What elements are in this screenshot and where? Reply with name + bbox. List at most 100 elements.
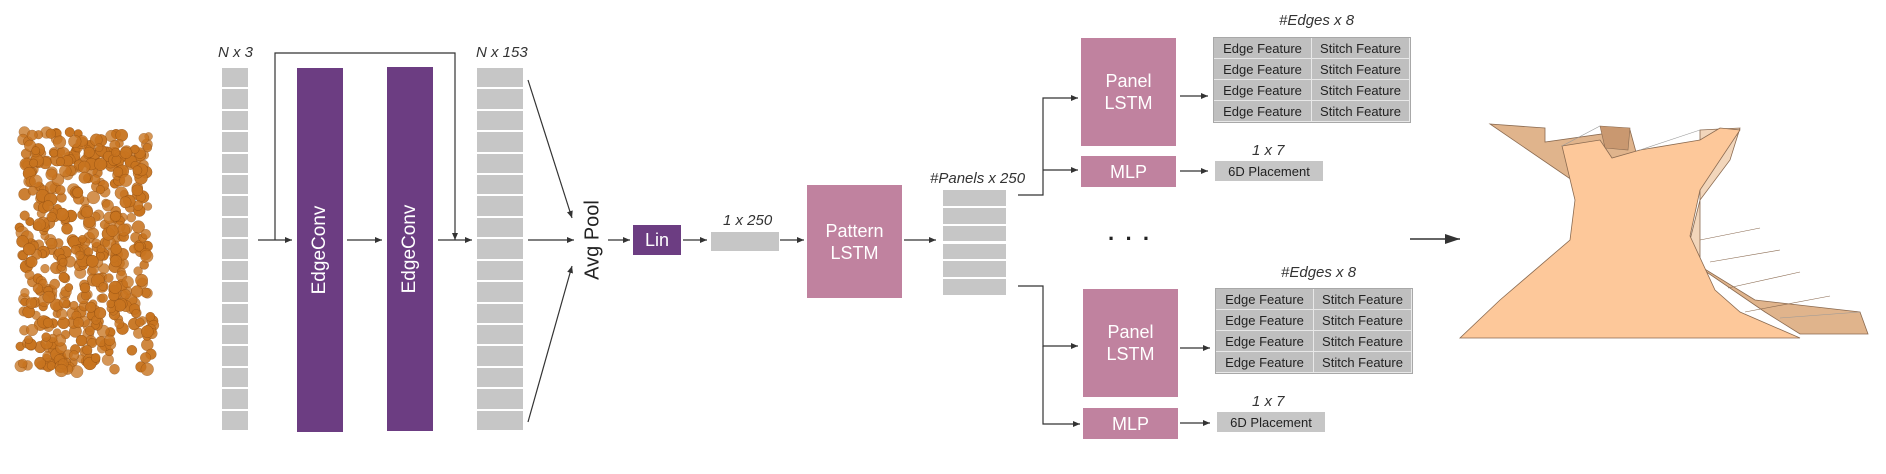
edge-feature-cell: Edge Feature	[1214, 101, 1312, 122]
vector-cell	[477, 217, 523, 240]
point	[114, 318, 125, 329]
point	[64, 283, 74, 292]
arrow-panels-to-panel-lstm-bottom	[1018, 285, 1078, 349]
mlp-top-label: MLP	[1109, 161, 1147, 182]
point	[73, 317, 84, 329]
skip-connection-arrow	[274, 52, 458, 240]
vector-cell	[222, 389, 248, 411]
point	[143, 202, 153, 211]
point	[69, 300, 79, 310]
point	[86, 190, 101, 205]
vector-cell	[222, 410, 248, 432]
point	[45, 168, 58, 181]
vector-cell	[943, 243, 1006, 262]
vector-cell	[477, 89, 523, 111]
placement-dim-top-label: 1 x 7	[1252, 142, 1285, 159]
stitch-feature-cell: Stitch Feature	[1312, 101, 1410, 122]
point	[83, 146, 95, 158]
vector-cell	[477, 260, 523, 283]
input-point-cloud	[14, 126, 160, 378]
point	[43, 317, 54, 328]
vector-cell	[943, 279, 1006, 297]
vector-cell	[222, 132, 248, 154]
input-dim-label: N x 3	[218, 44, 254, 61]
point	[64, 127, 75, 138]
panel-lstm-bottom: Panel LSTM	[1083, 289, 1178, 397]
vector-cell	[943, 207, 1006, 226]
point	[131, 184, 144, 197]
output-dim-label: N x 153	[476, 44, 528, 61]
point	[29, 158, 38, 168]
point	[75, 334, 88, 347]
point	[26, 129, 38, 141]
input-vector-bar	[222, 68, 248, 432]
point	[41, 332, 51, 342]
panel-lstm-bottom-label: Panel LSTM	[1106, 322, 1155, 364]
edges-dim-top-label: #Edges x 8	[1279, 12, 1355, 29]
point	[117, 223, 131, 237]
vector-cell	[943, 190, 1006, 208]
point	[104, 273, 114, 283]
point	[24, 269, 35, 280]
stitch-feature-cell: Stitch Feature	[1314, 310, 1412, 331]
point	[86, 254, 99, 268]
point	[140, 325, 154, 338]
edge-feature-cell: Edge Feature	[1216, 310, 1314, 331]
edge-feature-cell: Edge Feature	[1216, 331, 1314, 352]
vector-cell	[477, 175, 523, 197]
output-garment-panels	[1458, 123, 1869, 339]
mlp-top: MLP	[1081, 156, 1176, 187]
point	[49, 148, 58, 158]
point-features-bar	[477, 68, 523, 432]
point	[94, 157, 108, 171]
placement-top: 6D Placement	[1215, 161, 1323, 181]
lin-dim-label: 1 x 250	[723, 212, 773, 229]
point	[55, 185, 66, 196]
point	[131, 309, 141, 319]
panel-lstm-top-label: Panel LSTM	[1104, 71, 1153, 113]
vector-cell	[477, 239, 523, 261]
point	[31, 146, 41, 155]
panel-lstm-top: Panel LSTM	[1081, 38, 1176, 146]
point	[82, 344, 93, 355]
edge-feature-cell: Edge Feature	[1216, 352, 1314, 373]
arrow-features-to-pool-bottom	[527, 265, 573, 423]
vector-cell	[477, 367, 523, 390]
mlp-bottom-label: MLP	[1111, 413, 1149, 434]
point	[120, 289, 131, 300]
point	[110, 210, 121, 222]
vector-cell	[222, 175, 248, 197]
stitch-feature-cell: Stitch Feature	[1312, 59, 1410, 80]
edge-feature-cell: Edge Feature	[1216, 289, 1314, 310]
avg-pool-block: Avg Pool	[580, 200, 606, 280]
point	[56, 157, 66, 167]
vector-cell	[222, 68, 248, 90]
point	[96, 185, 105, 195]
point	[140, 352, 152, 364]
edge-feature-cell: Edge Feature	[1214, 59, 1312, 80]
arrow-panels-to-panel-lstm-top	[1018, 95, 1078, 196]
vector-cell	[222, 217, 248, 240]
point	[40, 264, 50, 274]
point	[56, 308, 68, 320]
point	[22, 242, 36, 256]
lin-block: Lin	[633, 225, 681, 255]
vector-cell	[222, 303, 248, 325]
point	[102, 199, 114, 212]
point	[46, 361, 56, 371]
vector-cell	[477, 110, 523, 133]
point	[32, 283, 44, 294]
vector-cell	[477, 132, 523, 154]
point	[58, 272, 69, 283]
vector-cell	[943, 261, 1006, 280]
vector-cell	[222, 324, 248, 347]
stitch-feature-cell: Stitch Feature	[1312, 38, 1410, 59]
stitch-feature-cell: Stitch Feature	[1312, 80, 1410, 101]
vector-cell	[222, 89, 248, 111]
placement-bottom: 6D Placement	[1217, 412, 1325, 432]
panel-codes-bar	[943, 190, 1006, 297]
point	[115, 128, 128, 142]
point	[25, 297, 38, 309]
